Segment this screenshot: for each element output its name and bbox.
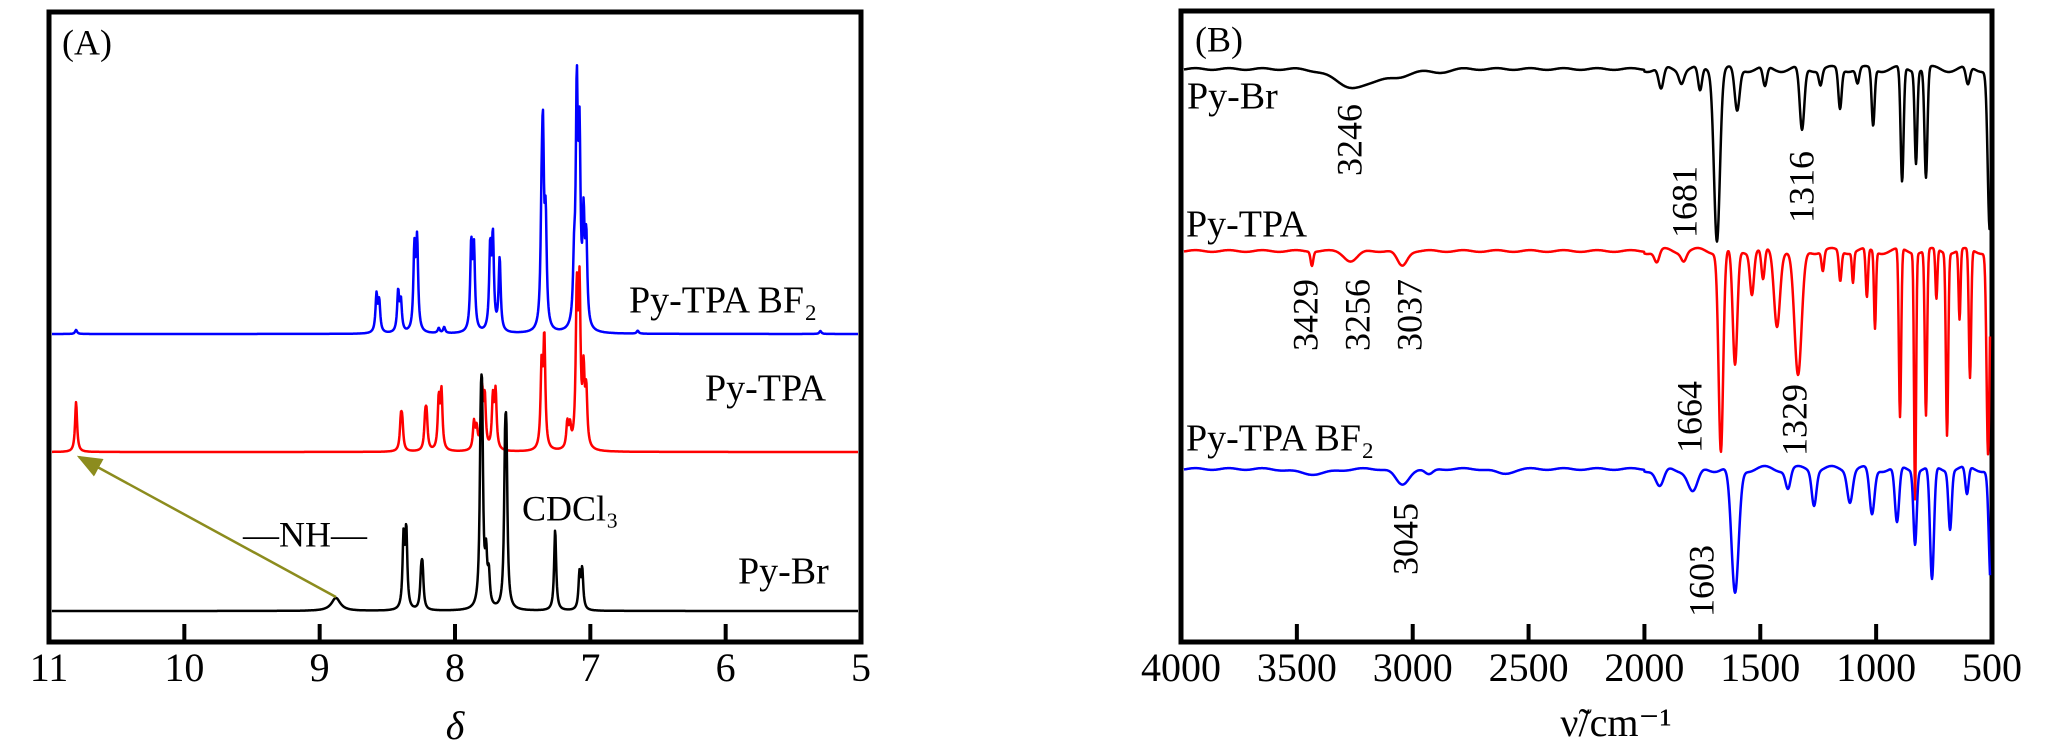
- x-tick-label: 10: [164, 645, 204, 690]
- panel-a-label: (A): [62, 22, 112, 62]
- panel-a-x-ticks: 11 10 9 8 7 6 5: [30, 624, 871, 690]
- band-label-3037: 3037: [1389, 279, 1429, 351]
- nmr-trace-py-tpa: [51, 265, 859, 454]
- cdcl3-annotation: CDCl₃: [522, 488, 619, 528]
- x-tick-label: 500: [1962, 645, 2022, 690]
- x-tick-label: 4000: [1141, 645, 1221, 690]
- band-label-1681: 1681: [1664, 166, 1704, 238]
- x-tick-label: 1500: [1720, 645, 1800, 690]
- band-label-1329: 1329: [1774, 384, 1814, 456]
- legend-py-tpa-bf2-a: Py-TPA BF₂: [629, 280, 817, 322]
- band-label-1664: 1664: [1669, 381, 1709, 453]
- legend-py-br-b: Py-Br: [1187, 76, 1278, 118]
- nmr-trace-py-br: [51, 373, 859, 613]
- panel-b-x-ticks: 4000 3500 3000 2500 2000 1500 1000 500: [1141, 624, 2022, 690]
- panel-a-frame: [46, 9, 864, 645]
- x-tick-label: 5: [851, 645, 871, 690]
- panel-b-x-axis-title: ν̃/cm⁻¹: [1560, 700, 1671, 745]
- legend-py-tpa-b: Py-TPA: [1186, 204, 1308, 246]
- x-tick-label: 6: [716, 645, 736, 690]
- x-tick-label: 9: [310, 645, 330, 690]
- x-tick-label: 11: [30, 645, 69, 690]
- nmr-trace-py-tpa-bf-: [51, 63, 859, 336]
- panel-b-label: (B): [1195, 19, 1243, 59]
- legend-py-tpa-bf2-b: Py-TPA BF₂: [1186, 418, 1374, 460]
- band-label-1316: 1316: [1781, 151, 1821, 223]
- legend-py-tpa-a: Py-TPA: [705, 368, 827, 410]
- panel-b-traces: [1183, 64, 1992, 594]
- panel-b-frame: [1178, 8, 1995, 645]
- panel-b-ir: 4000 3500 3000 2500 2000 1500 1000 500 (B) Py-B…: [1141, 8, 2022, 745]
- band-label-1603: 1603: [1681, 545, 1721, 617]
- nh-annotation: —NH—: [242, 514, 368, 554]
- x-tick-label: 8: [445, 645, 465, 690]
- panel-a-nmr: 11 10 9 8 7 6 5 (A) Py-TPA BF₂ Py-TPA Py-Br —N…: [30, 9, 871, 748]
- x-tick-label: 2500: [1489, 645, 1569, 690]
- ir-trace-py-tpa: [1183, 246, 1992, 501]
- x-tick-label: 2000: [1604, 645, 1684, 690]
- ir-trace-py-br: [1183, 64, 1992, 243]
- band-label-3246: 3246: [1329, 104, 1369, 176]
- x-tick-label: 1000: [1836, 645, 1916, 690]
- panel-a-traces: [51, 63, 859, 613]
- legend-py-br-a: Py-Br: [738, 551, 829, 593]
- x-tick-label: 7: [580, 645, 600, 690]
- band-label-3256: 3256: [1337, 279, 1377, 351]
- nh-shift-arrow: [76, 455, 337, 599]
- x-tick-label: 3500: [1257, 645, 1337, 690]
- x-tick-label: 3000: [1373, 645, 1453, 690]
- band-label-3045: 3045: [1385, 503, 1425, 575]
- panel-a-x-axis-title: δ: [446, 703, 466, 748]
- ir-trace-py-tpa-bf-: [1183, 464, 1992, 594]
- band-label-3429: 3429: [1285, 279, 1325, 351]
